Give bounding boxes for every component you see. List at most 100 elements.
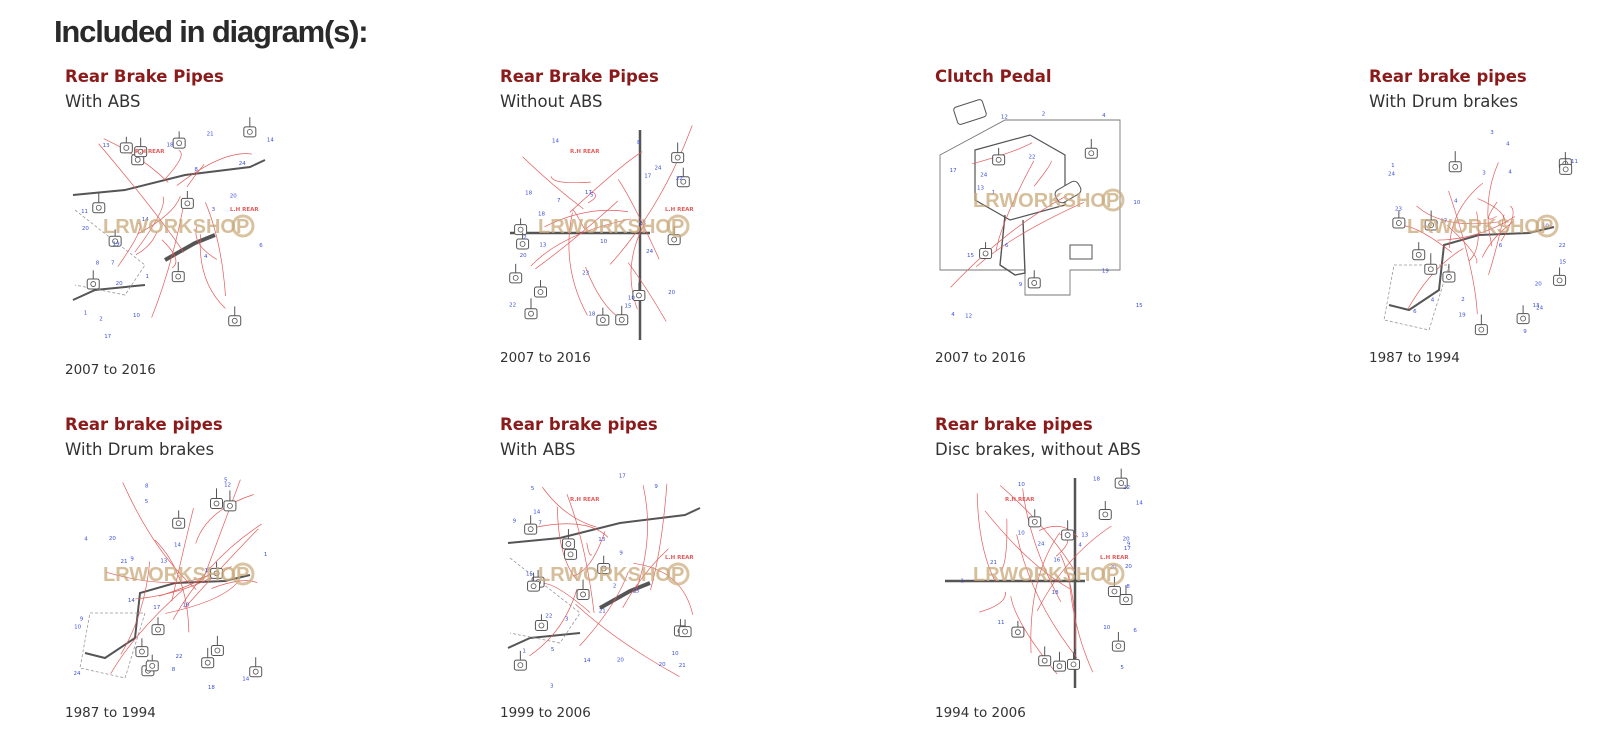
part-number-label: 17	[644, 174, 651, 180]
leader-line	[161, 239, 177, 269]
leader-line	[550, 176, 591, 184]
diagram-part	[524, 515, 538, 535]
leader-line	[978, 591, 1006, 613]
leader-line	[98, 143, 185, 253]
leader-line	[1477, 198, 1506, 226]
part-number-label: 17	[153, 605, 160, 611]
part-number-label: 5	[531, 486, 535, 492]
watermark-text: LRWORKSHOP	[538, 216, 684, 238]
brake-pipe	[1388, 226, 1555, 312]
diagram-part	[992, 147, 1006, 166]
diagram-part	[632, 282, 646, 301]
diagram-callout-tag: R.H REAR	[1005, 497, 1035, 503]
leader-line	[627, 262, 667, 322]
diagram-part	[979, 242, 993, 260]
part-number-label: 7	[557, 198, 561, 204]
leader-line	[633, 563, 694, 615]
diagram-part	[1424, 253, 1438, 275]
page-heading: Included in diagram(s):	[54, 14, 369, 49]
diagram-subtitle: With Drum brakes	[1369, 92, 1519, 111]
part-number-label: 16	[1053, 557, 1060, 563]
leader-line	[1068, 574, 1094, 673]
leader-line	[201, 479, 241, 583]
diagram-title[interactable]: Rear brake pipes	[1369, 67, 1527, 86]
leader-line	[1488, 201, 1498, 220]
leader-line	[122, 482, 197, 590]
part-number-label: 5	[551, 647, 555, 653]
diagram-title[interactable]: Rear Brake Pipes	[65, 67, 224, 86]
parts-diagram-drawing: 54109102412912182018131485142214117LRWOR…	[74, 478, 268, 691]
part-number-label: 6	[1005, 243, 1009, 249]
diagram-part	[86, 270, 100, 290]
diagram-title[interactable]: Rear brake pipes	[935, 415, 1093, 434]
diagram-subtitle: With ABS	[65, 92, 141, 111]
watermark-text: LRWORKSHOP	[1407, 216, 1553, 238]
bracket-outline	[1383, 264, 1450, 331]
part-number-label: 11	[81, 209, 88, 215]
leader-line	[650, 483, 668, 591]
part-number-label: 3	[565, 617, 569, 623]
flex-hose	[599, 581, 651, 610]
leader-line	[1437, 216, 1516, 241]
diagram-part	[151, 617, 165, 636]
part-number-label: 9	[80, 617, 84, 623]
part-number-label: 9	[513, 518, 517, 524]
diagram-title[interactable]: Rear brake pipes	[500, 415, 658, 434]
diagram-part	[1066, 652, 1080, 670]
diagram-part	[92, 191, 106, 214]
part-number-label: 10	[672, 651, 679, 657]
part-number-label: 5	[1120, 665, 1124, 671]
brake-pipe	[84, 574, 251, 660]
part-number-label: 20	[82, 226, 89, 232]
part-number-label: 14	[584, 658, 591, 664]
part-number-label: 17	[1124, 546, 1131, 552]
leader-line	[110, 588, 184, 674]
leader-line	[984, 510, 1071, 590]
diagram-part	[1424, 210, 1438, 231]
part-number-label: 14	[1136, 500, 1143, 506]
part-number-label: 13	[1081, 533, 1088, 539]
diagram-part	[1111, 631, 1125, 652]
diagram-title[interactable]: Clutch Pedal	[935, 67, 1052, 86]
leader-line	[137, 196, 181, 235]
leader-line	[1038, 525, 1079, 538]
leader-line	[1403, 225, 1453, 253]
part-number-label: 24	[655, 166, 662, 172]
diagram-title[interactable]: Rear Brake Pipes	[500, 67, 659, 86]
part-number-label: 24	[1388, 172, 1395, 178]
part-number-label: 24	[1536, 305, 1543, 311]
spring-assembly	[1054, 180, 1082, 204]
part-number-label: 6	[1133, 628, 1137, 634]
part-number-label: 4	[1506, 142, 1510, 148]
part-number-label: 1	[1391, 163, 1395, 169]
part-number-label: 4	[1431, 297, 1435, 303]
part-number-label: 5	[145, 499, 149, 505]
bracket-outline	[79, 612, 146, 679]
leader-line	[1448, 190, 1478, 315]
diagram-title[interactable]: Rear brake pipes	[65, 415, 223, 434]
diagram-card-rear-brake-pipes-disc[interactable]: Rear brake pipes Disc brakes, without AB…	[935, 415, 1185, 743]
part-number-label: 24	[239, 161, 246, 167]
part-number-label: 21	[207, 131, 214, 137]
part-number-label: 3	[212, 207, 216, 213]
part-number-label: 20	[116, 281, 123, 287]
leader-line	[1446, 224, 1478, 264]
diagram-part	[145, 654, 159, 672]
part-number-label: 3	[1482, 171, 1486, 177]
leader-line	[1022, 488, 1062, 603]
part-number-label: 8	[637, 140, 641, 146]
leader-line	[530, 218, 631, 267]
